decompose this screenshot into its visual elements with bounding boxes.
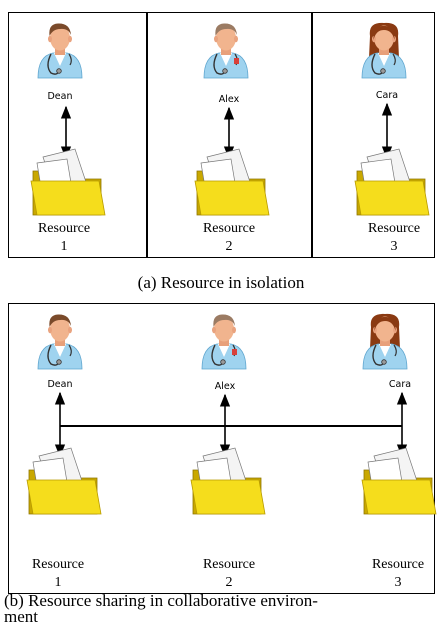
person-name-dean: Dean [47,91,72,102]
panel-a: Dean Resource 1 Alex Resource 2 Cara Res… [8,12,435,258]
person-name-dean: Dean [47,379,72,390]
panel-b-frame [8,303,435,594]
caption-b-line-1: (b) Resource sharing in collaborative en… [4,591,318,610]
resource-number-3: 3 [391,239,398,254]
folder-icon [190,447,266,515]
folder-icon [26,447,102,515]
resource-label-3: Resource [372,557,424,572]
female-doctor-icon [363,314,407,369]
resource-number-3: 3 [395,575,402,590]
person-name-cara: Cara [389,379,411,390]
folder-icon [361,447,437,515]
folder-icon [30,148,106,216]
resource-number-1: 1 [61,239,68,254]
resource-number-2: 2 [226,239,233,254]
panel-b: Dean Alex Cara Resource 1 Resource 2 Res… [8,303,437,594]
person-name-alex: Alex [219,94,240,105]
resource-label-3: Resource [368,221,420,236]
resource-label-2: Resource [203,557,255,572]
panel-a-frame [8,12,435,258]
resource-label-1: Resource [32,557,84,572]
person-name-cara: Cara [376,90,398,101]
doctor-icon [204,23,248,78]
resource-label-1: Resource [38,221,90,236]
female-doctor-icon [362,23,406,78]
doctor-icon [202,314,246,369]
resource-number-1: 1 [55,575,62,590]
folder-icon [354,148,430,216]
male-doctor-icon [38,314,82,369]
resource-label-2: Resource [203,221,255,236]
person-name-alex: Alex [215,381,236,392]
male-doctor-icon [38,23,82,78]
caption-b-line-2: ment [4,607,38,625]
caption-a: (a) Resource in isolation [138,273,305,292]
folder-icon [194,148,270,216]
resource-number-2: 2 [226,575,233,590]
